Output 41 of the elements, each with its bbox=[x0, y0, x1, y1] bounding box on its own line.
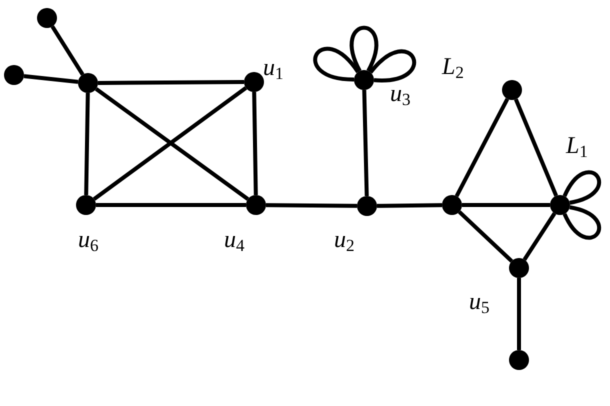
graph-edge bbox=[50, 25, 84, 76]
graph-vertex bbox=[354, 70, 374, 90]
graph-vertex bbox=[550, 195, 570, 215]
loop-edge bbox=[562, 205, 601, 240]
vertex-label: L$_{1}$ bbox=[566, 134, 588, 160]
graph-vertex bbox=[509, 350, 529, 370]
vertex-label: u$_{1}$ bbox=[263, 56, 284, 82]
graph-edge bbox=[24, 74, 78, 84]
vertex-label: u$_{6}$ bbox=[78, 228, 98, 254]
graph-vertex bbox=[244, 72, 264, 92]
loop-edge bbox=[369, 50, 416, 82]
graph-edge bbox=[84, 92, 90, 196]
vertex-label: u$_{2}$ bbox=[334, 228, 354, 254]
graph-vertex bbox=[246, 195, 266, 215]
loop-edge bbox=[313, 46, 360, 82]
graph-edge bbox=[376, 203, 442, 208]
graph-vertex bbox=[76, 195, 96, 215]
graph-edge bbox=[517, 278, 521, 350]
graph-edge bbox=[458, 210, 514, 263]
graph-vertex bbox=[78, 73, 98, 93]
graph-edge bbox=[514, 98, 558, 197]
graph-vertex bbox=[442, 195, 462, 215]
graph-edge bbox=[96, 203, 246, 207]
graph-vertex bbox=[357, 196, 377, 216]
vertex-label: L$_{2}$ bbox=[442, 55, 464, 81]
graph-edge bbox=[252, 92, 258, 196]
graph-edge bbox=[362, 90, 369, 196]
graph-vertex bbox=[509, 258, 529, 278]
loop-edge bbox=[350, 26, 378, 72]
graph-vertex bbox=[37, 8, 57, 28]
graph-edge bbox=[98, 80, 244, 85]
vertex-label: u$_{5}$ bbox=[469, 290, 490, 316]
graph-edge bbox=[522, 212, 556, 261]
graph-vertex bbox=[4, 65, 24, 85]
vertex-label: u$_{4}$ bbox=[224, 228, 244, 254]
vertex-label: u$_{3}$ bbox=[390, 82, 410, 108]
graph-edge bbox=[462, 203, 550, 207]
graph-edge bbox=[266, 203, 358, 208]
graph-vertex bbox=[502, 80, 522, 100]
graph-edge bbox=[454, 98, 510, 198]
loop-edge bbox=[562, 170, 601, 205]
